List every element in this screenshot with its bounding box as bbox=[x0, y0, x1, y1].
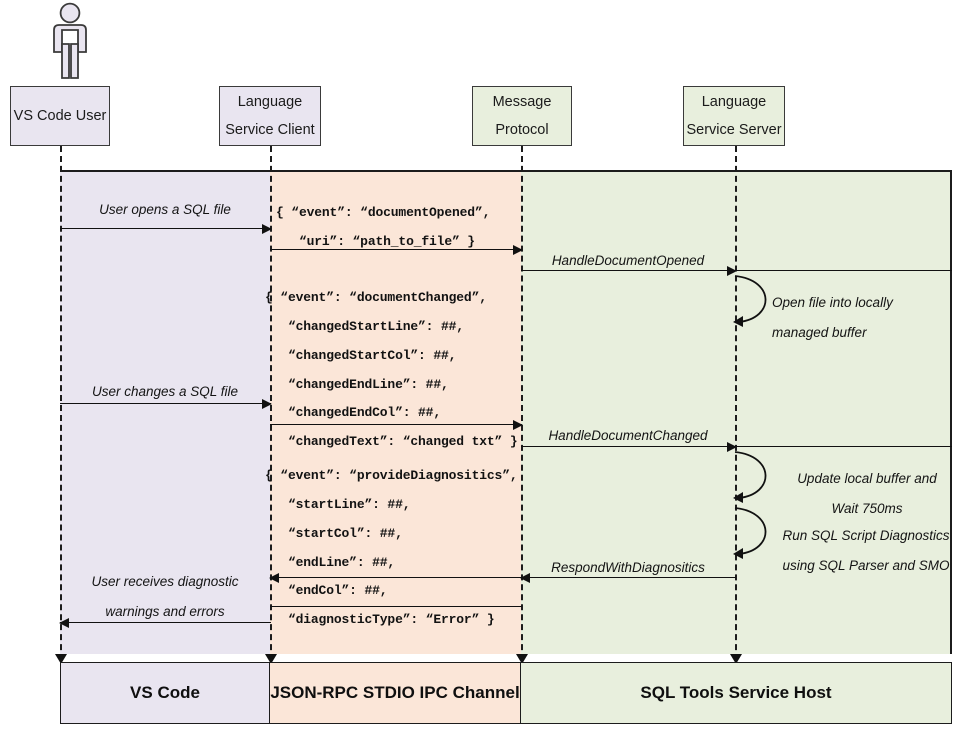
footer-service-host[interactable]: SQL Tools Service Host bbox=[521, 662, 952, 724]
arrow-user-opens bbox=[60, 223, 272, 234]
participant-label-line2: Protocol bbox=[495, 122, 549, 138]
arrow-user-changes bbox=[60, 398, 272, 409]
self-call-label-run-diagnostics: Run SQL Script Diagnostics using SQL Par… bbox=[768, 521, 962, 582]
self-call-line1: Run SQL Script Diagnostics bbox=[782, 528, 950, 543]
participant-message-protocol[interactable]: Message Protocol bbox=[472, 86, 572, 146]
self-call-line1: Open file into locally bbox=[772, 295, 893, 310]
lifeline-vs-code-user bbox=[60, 146, 62, 670]
self-call-label-update-buffer: Update local buffer and Wait 750ms bbox=[772, 464, 962, 525]
separator-2 bbox=[270, 424, 522, 425]
message-label-respond-with-diagnostics: RespondWithDiagnositics bbox=[551, 560, 705, 575]
separator-host-2 bbox=[735, 446, 952, 447]
participant-language-service-server[interactable]: Language Service Server bbox=[683, 86, 785, 146]
participant-label-line2: Service Client bbox=[225, 122, 315, 138]
participant-label-line1: Message bbox=[492, 93, 552, 110]
payload-provide-diagnostics: { “event”: “provideDiagnositics”, “start… bbox=[265, 468, 518, 628]
lifeline-terminators bbox=[55, 654, 742, 664]
lifeline-message-protocol bbox=[521, 146, 523, 670]
self-call-label-open-buffer: Open file into locally managed buffer bbox=[772, 288, 962, 349]
self-call-open-buffer bbox=[733, 275, 767, 327]
separator-3 bbox=[270, 606, 522, 607]
self-call-run-diagnostics bbox=[733, 507, 767, 559]
separator-1 bbox=[270, 249, 522, 250]
footer-vs-code[interactable]: VS Code bbox=[60, 662, 270, 724]
message-label-user-opens: User opens a SQL file bbox=[99, 202, 231, 217]
user-receives-line1: User receives diagnostic bbox=[91, 574, 239, 589]
person-icon bbox=[53, 2, 87, 79]
arrow-respond-with-diagnostics bbox=[520, 572, 736, 583]
user-receives-line2: warnings and errors bbox=[105, 604, 225, 620]
participant-label: VS Code User bbox=[13, 107, 107, 124]
arrow-handle-document-changed bbox=[521, 441, 737, 452]
self-call-line2: using SQL Parser and SMO bbox=[782, 558, 950, 574]
footer-label: JSON-RPC STDIO IPC Channel bbox=[270, 683, 520, 702]
self-call-line2: managed buffer bbox=[772, 325, 867, 341]
self-call-update-buffer bbox=[733, 451, 767, 503]
swimlane-ipc-channel bbox=[270, 170, 521, 654]
message-label-handle-document-changed: HandleDocumentChanged bbox=[548, 428, 708, 443]
participant-vs-code-user[interactable]: VS Code User bbox=[10, 86, 110, 146]
arrow-user-receives bbox=[59, 617, 271, 628]
footer-label: SQL Tools Service Host bbox=[640, 683, 832, 702]
footer-ipc-channel[interactable]: JSON-RPC STDIO IPC Channel bbox=[270, 662, 521, 724]
arrow-diagnostics-to-client bbox=[269, 572, 522, 583]
payload-document-opened: { “event”: “documentOpened”, “uri”: “pat… bbox=[276, 205, 491, 249]
lifeline-language-service-server bbox=[735, 146, 737, 670]
message-label-user-receives: User receives diagnostic warnings and er… bbox=[60, 567, 270, 628]
separator-host-1 bbox=[735, 270, 952, 271]
self-call-line1: Update local buffer and bbox=[797, 471, 937, 486]
self-call-line2: Wait 750ms bbox=[831, 501, 903, 517]
participant-language-service-client[interactable]: Language Service Client bbox=[219, 86, 321, 146]
arrow-handle-document-opened bbox=[521, 265, 737, 276]
participant-label-line1: Language bbox=[701, 93, 767, 110]
payload-document-changed: { “event”: “documentChanged”, “changedSt… bbox=[265, 290, 518, 450]
swimlane-vs-code bbox=[60, 170, 270, 654]
message-label-handle-document-opened: HandleDocumentOpened bbox=[551, 253, 705, 268]
footer-label: VS Code bbox=[130, 683, 200, 702]
participant-label-line1: Language bbox=[237, 93, 303, 110]
participant-label-line2: Service Server bbox=[686, 122, 782, 138]
message-label-user-changes: User changes a SQL file bbox=[91, 384, 239, 399]
